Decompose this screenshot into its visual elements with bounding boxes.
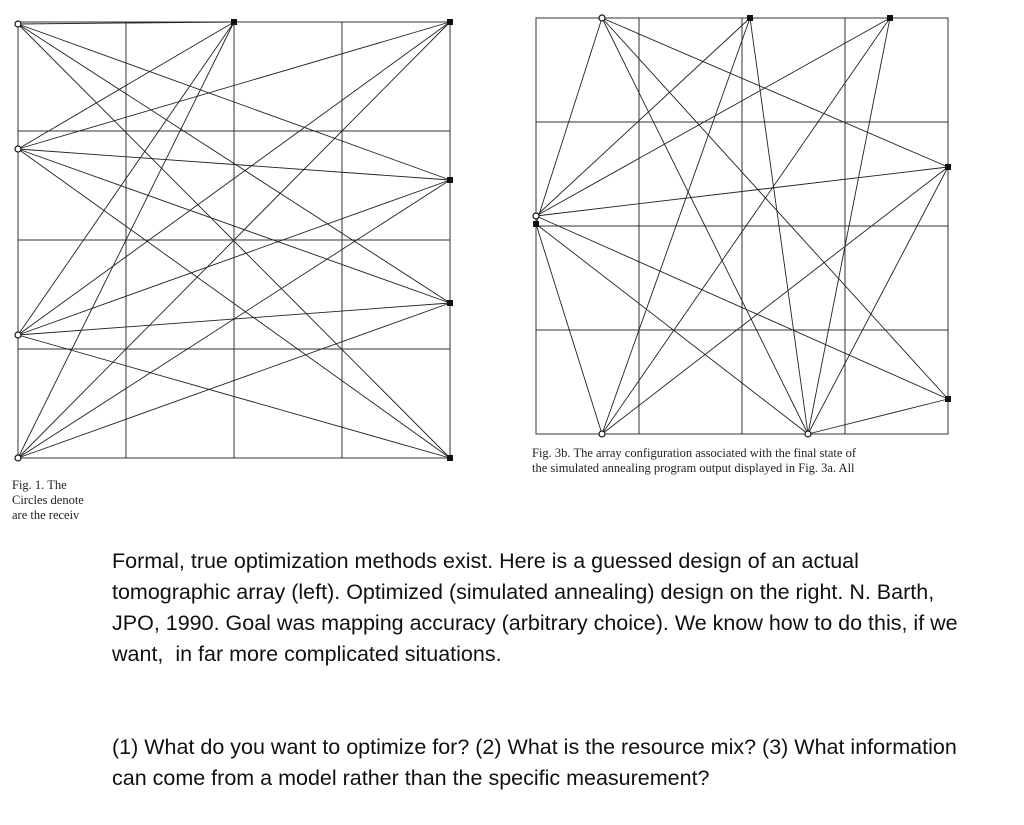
ray-path <box>17 179 451 336</box>
caption-line: Circles denote <box>12 493 84 507</box>
ray-path <box>17 302 451 459</box>
ray-path <box>535 17 751 217</box>
ray-path <box>17 148 451 304</box>
caption-line: are the receiv <box>12 508 80 522</box>
right-figure-caption: Fig. 3b. The array configuration associa… <box>532 446 962 476</box>
receiver-square <box>447 300 453 306</box>
ray-path <box>535 215 949 400</box>
receiver-square <box>945 396 951 402</box>
ray-path <box>749 17 809 435</box>
paragraph-questions: (1) What do you want to optimize for? (2… <box>112 735 963 790</box>
source-circle <box>14 20 22 28</box>
receivers <box>231 19 453 461</box>
ray-path <box>17 23 451 459</box>
left-figure-caption: Fig. 1. The Circles denote are the recei… <box>12 478 104 538</box>
ray-path <box>17 23 451 304</box>
ray-path <box>17 21 235 459</box>
ray-path <box>807 398 949 435</box>
ray-path <box>535 223 809 435</box>
ray-path <box>601 17 751 435</box>
figure-optimized-array <box>532 12 956 440</box>
caption-line: Fig. 3b. The array configuration associa… <box>532 446 856 460</box>
caption-line: the simulated annealing program output d… <box>532 461 855 475</box>
ray-path <box>601 166 949 435</box>
ray-path <box>807 166 949 435</box>
optimized-array-diagram <box>532 14 951 438</box>
caption-line: Fig. 1. The <box>12 478 67 492</box>
ray-path <box>17 21 451 150</box>
ray-path <box>17 179 451 459</box>
ray-paths <box>17 21 451 459</box>
source-circle <box>14 454 22 462</box>
ray-path <box>601 17 949 400</box>
receiver-square <box>747 15 753 21</box>
receiver-square <box>533 221 539 227</box>
sources <box>14 20 22 462</box>
receiver-square <box>447 19 453 25</box>
source-circle <box>14 331 22 339</box>
ray-path <box>17 21 451 459</box>
ray-path <box>17 21 235 25</box>
source-circle <box>598 430 606 438</box>
ray-path <box>17 21 235 336</box>
receiver-square <box>447 455 453 461</box>
paragraph-optimization-methods: Formal, true optimization methods exist.… <box>112 549 964 666</box>
ray-path <box>601 17 809 435</box>
receivers <box>533 15 951 402</box>
ray-path <box>17 148 451 181</box>
ray-path <box>17 21 235 150</box>
ray-path <box>535 166 949 217</box>
source-circle <box>14 145 22 153</box>
ray-path <box>535 223 603 435</box>
figure-guessed-array <box>12 16 460 466</box>
source-circle <box>598 14 606 22</box>
ray-paths <box>535 17 949 435</box>
ray-path <box>601 17 891 435</box>
ray-path <box>17 334 451 459</box>
receiver-square <box>887 15 893 21</box>
source-circle <box>532 212 540 220</box>
ray-path <box>17 148 451 459</box>
sources <box>532 14 812 438</box>
guessed-array-diagram <box>14 19 453 462</box>
receiver-square <box>447 177 453 183</box>
ray-path <box>535 17 891 217</box>
receiver-square <box>945 164 951 170</box>
slide-body-text: Formal, true optimization methods exist.… <box>112 484 982 825</box>
receiver-square <box>231 19 237 25</box>
ray-path <box>17 21 451 336</box>
ray-path <box>17 23 451 181</box>
source-circle <box>804 430 812 438</box>
ray-path <box>535 17 603 225</box>
ray-path <box>601 17 949 168</box>
ray-path <box>807 17 891 435</box>
